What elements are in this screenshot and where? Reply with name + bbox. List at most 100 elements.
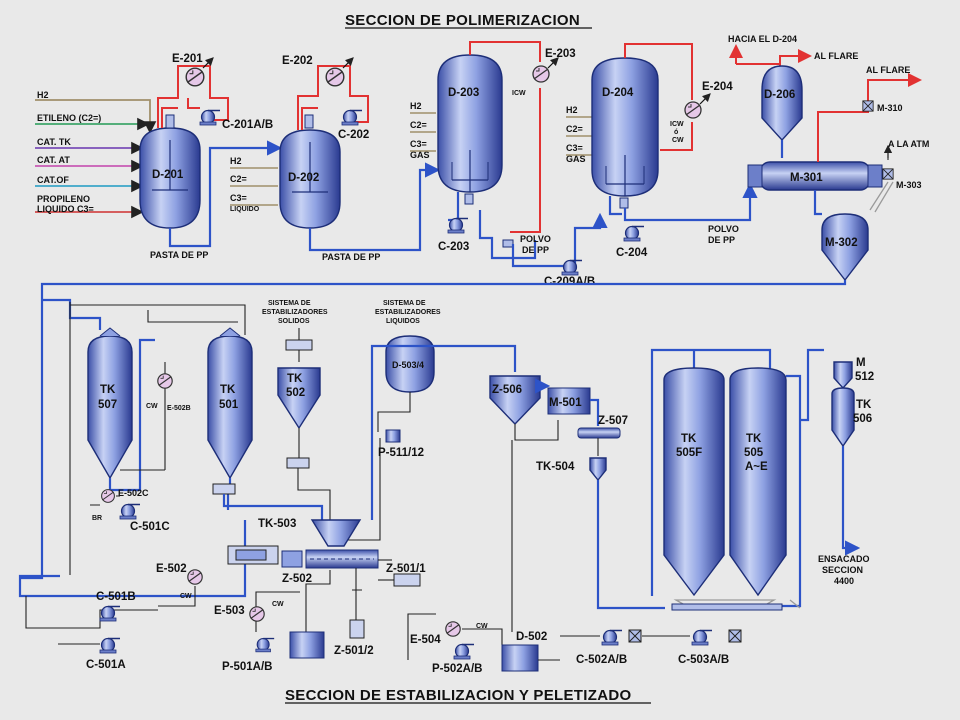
label-o-e204: ó — [674, 129, 678, 136]
extruder-z502[interactable] — [227, 545, 379, 569]
label-cw-e503: CW — [272, 601, 284, 608]
hopper-tk503[interactable] — [310, 519, 362, 547]
hopper-z506[interactable] — [489, 375, 541, 426]
label-c203: C-203 — [438, 241, 469, 253]
feed-d204-h2: H2 — [566, 105, 578, 115]
label-cw-e204: CW — [672, 137, 684, 144]
label-m303: M-303 — [896, 180, 922, 190]
tank-water-p501[interactable] — [289, 631, 325, 659]
label-tk501-b: 501 — [219, 399, 239, 411]
label-tk506-a: TK — [856, 399, 872, 411]
reactor-d204[interactable] — [591, 57, 659, 209]
pump-icon-c503[interactable] — [691, 629, 713, 646]
feed-h2: H2 — [37, 90, 49, 100]
vessel-m302[interactable] — [821, 213, 869, 282]
label-tk505f-a: TK — [681, 433, 697, 445]
tank-tk501[interactable] — [207, 327, 253, 480]
label-d204: D-204 — [602, 87, 634, 99]
pump-icon-c501c[interactable] — [119, 503, 141, 520]
heat-exchanger-icon-e503[interactable] — [249, 606, 265, 622]
pump-icon-c201[interactable] — [199, 109, 221, 126]
heat-exchanger-icon-e502[interactable] — [187, 569, 203, 585]
feed-lines-d201 — [35, 99, 157, 219]
stream-polvo-1b: DE PP — [522, 245, 549, 255]
label-cw-e502: CW — [180, 593, 192, 600]
heat-exchanger-icon-e201[interactable] — [185, 67, 205, 87]
label-m310: M-310 — [877, 103, 903, 113]
label-cw-e502b: CW — [146, 403, 158, 410]
label-c202: C-202 — [338, 129, 369, 141]
feed-etileno: ETILENO (C2=) — [37, 113, 101, 123]
agitator-icon-z5012[interactable] — [349, 619, 365, 639]
label-d206: D-206 — [764, 89, 795, 101]
motor-icon-z5011[interactable] — [393, 573, 421, 587]
silo-tk506[interactable] — [831, 387, 855, 448]
vessel-d5034[interactable] — [385, 335, 435, 393]
pump-icon-p502[interactable] — [453, 643, 475, 660]
valve-icon-c502[interactable] — [628, 629, 642, 643]
label-m512-a: M — [856, 357, 866, 369]
label-tk502-b: 502 — [286, 387, 305, 399]
pump-icon-c204[interactable] — [623, 225, 645, 242]
heat-exchanger-icon-e204[interactable] — [684, 101, 702, 119]
valve-icon-c503[interactable] — [728, 629, 742, 643]
pump-icon-c501a[interactable] — [99, 637, 121, 654]
stream-al-flare-2: AL FLARE — [866, 65, 910, 75]
heat-exchanger-icon-e504[interactable] — [445, 621, 461, 637]
heat-exchanger-icon-e203[interactable] — [532, 65, 550, 83]
label-p502: P-502A/B — [432, 663, 483, 675]
feed-cat-tk: CAT. TK — [37, 137, 71, 147]
stream-polvo-2a: POLVO — [708, 224, 739, 234]
label-e204: E-204 — [702, 81, 733, 93]
label-c501c: C-501C — [130, 521, 170, 533]
pump-icon-c502[interactable] — [601, 629, 623, 646]
heat-exchanger-icon-e502c[interactable] — [101, 489, 115, 503]
label-m301: M-301 — [790, 172, 823, 184]
label-d203: D-203 — [448, 87, 479, 99]
pump-icon-p501[interactable] — [255, 637, 275, 653]
heat-exchanger-icon-e202[interactable] — [325, 67, 345, 87]
heat-exchanger-icon-e502b[interactable] — [157, 373, 173, 389]
stream-a-la-atm: A LA ATM — [888, 139, 929, 149]
label-d5034: D-503/4 — [392, 360, 424, 370]
feed-d202-h2: H2 — [230, 156, 242, 166]
feed-d203-c2: C2= — [410, 120, 427, 130]
pump-icon-c501b[interactable] — [99, 605, 121, 622]
reactor-d203[interactable] — [437, 54, 503, 205]
feed-d203-gas: GAS — [410, 150, 430, 160]
label-c503: C-503A/B — [678, 654, 729, 666]
cooling-loop-e201 — [157, 65, 229, 128]
label-icw-e203: ICW — [512, 90, 526, 97]
label-z5011: Z-501/1 — [386, 563, 426, 575]
label-tk502-a: TK — [287, 373, 303, 385]
silo-tk505f[interactable] — [663, 367, 725, 597]
feed-cat-at: CAT. AT — [37, 155, 70, 165]
valve-icon-m303[interactable] — [882, 168, 894, 180]
machine-m501[interactable] — [547, 387, 591, 415]
hopper-m512[interactable] — [833, 361, 853, 390]
screen-z507[interactable] — [577, 427, 621, 439]
reactor-d202[interactable] — [279, 114, 341, 229]
tank-d502[interactable] — [501, 644, 539, 672]
vessel-d206[interactable] — [761, 65, 803, 142]
silo-tk505ae[interactable] — [729, 367, 787, 597]
reactor-d201[interactable] — [139, 114, 201, 229]
stream-ensacado-3: 4400 — [834, 576, 854, 586]
stream-hacia-d204: HACIA EL D-204 — [728, 34, 797, 44]
tank-tk507[interactable] — [87, 327, 133, 480]
label-c201: C-201A/B — [222, 119, 273, 131]
pump-icon-c209[interactable] — [561, 259, 583, 276]
valve-icon-m310[interactable] — [862, 100, 874, 112]
hopper-tk504[interactable] — [589, 457, 607, 482]
label-sis-solidos-1: SISTEMA DE — [268, 300, 311, 307]
pump-icon-p511[interactable] — [385, 429, 401, 443]
label-m501: M-501 — [549, 397, 582, 409]
label-z5012: Z-501/2 — [334, 645, 374, 657]
label-m512-b: 512 — [855, 371, 874, 383]
hopper-tk502[interactable] — [277, 367, 321, 430]
dryer-m301[interactable] — [747, 161, 883, 191]
pump-icon-c203[interactable] — [447, 217, 469, 234]
feeder-solids-2 — [286, 457, 310, 469]
label-tk505-b: 505 — [744, 447, 764, 459]
